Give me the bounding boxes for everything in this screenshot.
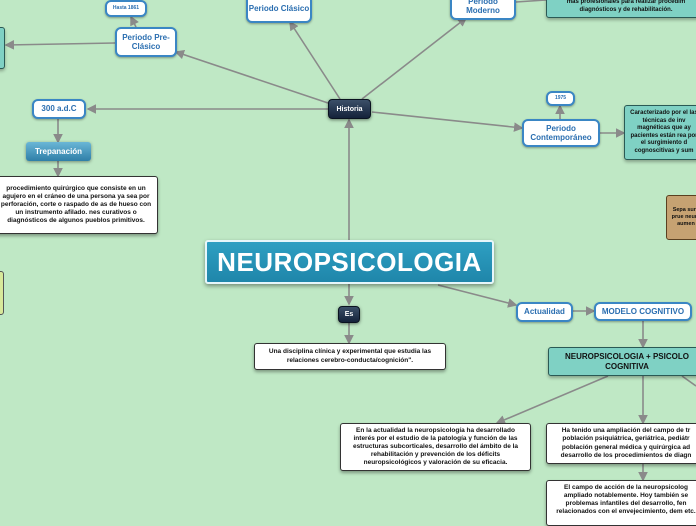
historia-node[interactable]: Historia bbox=[328, 99, 371, 119]
actualidad-right-note[interactable]: Ha tenido una ampliación del campo de tr… bbox=[546, 423, 696, 464]
actualidad-left-note[interactable]: En la actualidad la neuropsicología ha d… bbox=[340, 423, 531, 471]
periodo-clasico-node[interactable]: Periodo Clásico bbox=[246, 0, 312, 23]
brown-note[interactable]: Sepa surg prue neuro aumen bbox=[666, 195, 696, 240]
trepanacion-description[interactable]: procedimiento quirúrgico que consiste en… bbox=[0, 176, 158, 234]
year-1975-node[interactable]: 1975 bbox=[546, 91, 575, 106]
trepanacion-node[interactable]: Trepanación bbox=[26, 142, 91, 161]
moderno-note[interactable]: más profesionales para realizar procedim… bbox=[546, 0, 696, 18]
actualidad-bottom-note[interactable]: El campo de acción de la neuropsicolog a… bbox=[546, 480, 696, 526]
hasta-1861-node[interactable]: Hasta 1861 bbox=[105, 0, 147, 17]
neuropsicologia-psicologia-cognitiva-node[interactable]: NEUROPSICOLOGIA + PSICOLO COGNITIVA bbox=[548, 347, 696, 376]
300-adc-node[interactable]: 300 a.d.C bbox=[32, 99, 86, 119]
definition-box[interactable]: Una disciplina clínica y experimental qu… bbox=[254, 343, 446, 370]
actualidad-node[interactable]: Actualidad bbox=[516, 302, 573, 322]
modelo-cognitivo-node[interactable]: MODELO COGNITIVO bbox=[594, 302, 692, 321]
es-node[interactable]: Es bbox=[338, 306, 360, 323]
periodo-contemporaneo-node[interactable]: Periodo Contemporáneo bbox=[522, 119, 600, 147]
left-clipped-teal-node[interactable] bbox=[0, 27, 5, 69]
periodo-pre-clasico-node[interactable]: Periodo Pre-Clásico bbox=[115, 27, 177, 57]
left-clipped-yellow-node[interactable] bbox=[0, 271, 4, 315]
contemporaneo-note[interactable]: Caracterizado por el las técnicas de inv… bbox=[624, 105, 696, 160]
main-title[interactable]: NEUROPSICOLOGIA bbox=[205, 240, 494, 284]
periodo-moderno-node[interactable]: Periodo Moderno bbox=[450, 0, 516, 20]
